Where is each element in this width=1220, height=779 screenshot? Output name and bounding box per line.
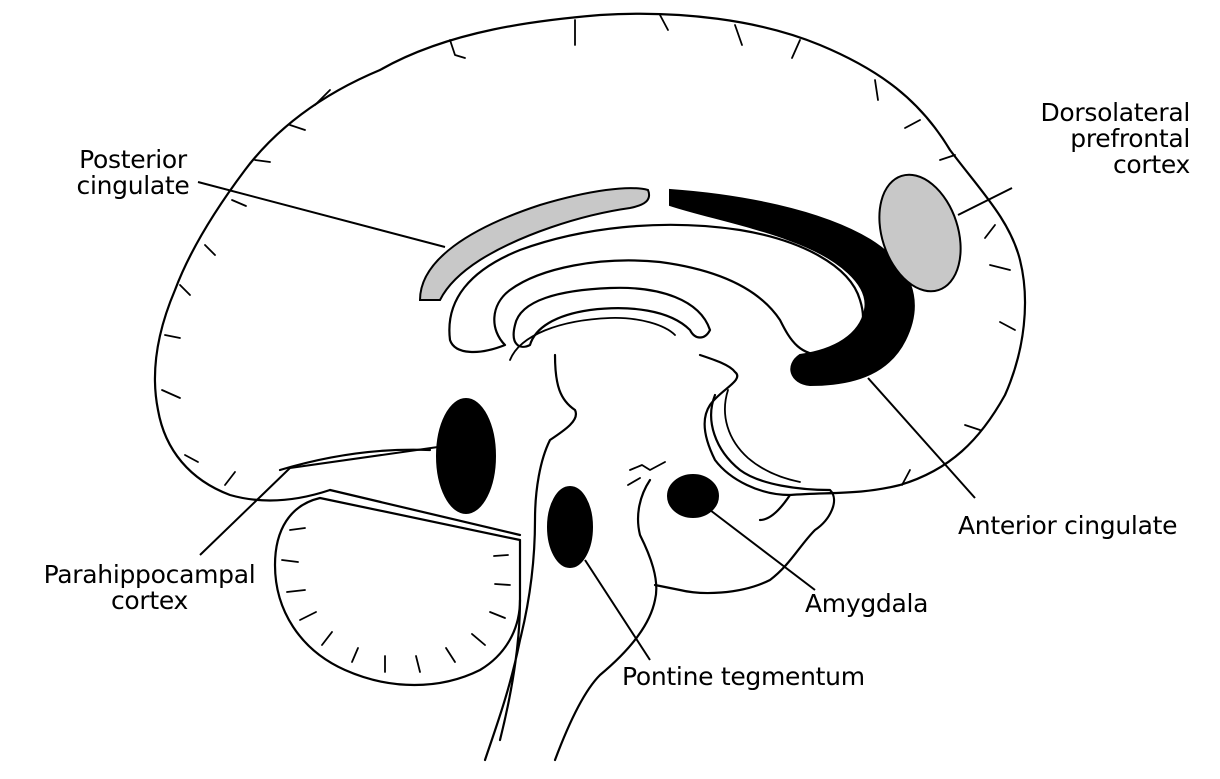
label-amygdala: Amygdala — [805, 591, 928, 617]
leader-dorsolateral — [958, 188, 1012, 215]
fornix-inner — [510, 318, 675, 360]
label-parahippocampal-cortex: Parahippocampal cortex — [12, 562, 287, 614]
label-pontine-tegmentum: Pontine tegmentum — [622, 664, 865, 690]
midbrain-lines — [628, 462, 665, 485]
pontine-tegmentum-region — [548, 487, 592, 567]
tentorium-line — [330, 490, 520, 535]
leader-anterior-cingulate — [868, 378, 975, 498]
anterior-cingulate-region — [670, 190, 914, 385]
label-posterior-cingulate: Posterior cingulate — [58, 147, 208, 199]
parahippocampal-region — [437, 399, 495, 513]
leader-parahippocampal — [200, 447, 438, 555]
leader-posterior-cingulate — [198, 182, 445, 247]
leader-pontine — [585, 560, 650, 660]
pons-outline — [555, 355, 790, 760]
label-dorsolateral-prefrontal-cortex: Dorsolateral prefrontal cortex — [1000, 100, 1190, 178]
label-anterior-cingulate: Anterior cingulate — [958, 513, 1177, 539]
cerebellar-folia — [282, 528, 510, 672]
